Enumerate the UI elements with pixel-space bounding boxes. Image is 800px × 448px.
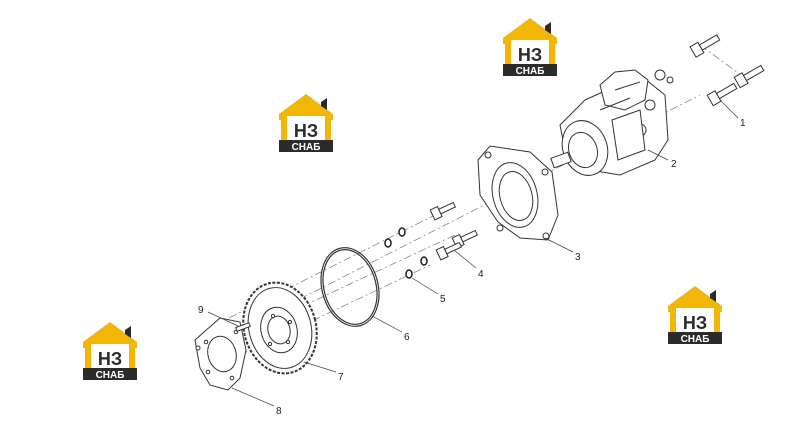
- drive-plate-part: [194, 317, 247, 391]
- watermark-logo-top: НЗ СНАБ: [503, 18, 557, 77]
- callout-2: 2: [671, 159, 677, 170]
- svg-text:НЗ: НЗ: [98, 349, 122, 369]
- svg-text:НЗ: НЗ: [294, 121, 318, 141]
- callout-7: 7: [338, 372, 344, 383]
- drive-gear-part: [242, 281, 318, 375]
- svg-text:СНАБ: СНАБ: [516, 66, 545, 77]
- callout-labels: 1 2 3 4 5 6 7 8 9: [198, 118, 746, 417]
- bolts-part: [689, 34, 765, 107]
- injection-pump-part: [550, 69, 674, 176]
- svg-text:НЗ: НЗ: [683, 313, 707, 333]
- watermark-logo-right: НЗ СНАБ: [668, 286, 722, 345]
- callout-5: 5: [440, 294, 446, 305]
- watermark-logo-bottom-left: НЗ СНАБ: [83, 322, 137, 381]
- screws-part: [429, 201, 479, 261]
- pin-part: [235, 322, 251, 332]
- callout-3: 3: [575, 252, 581, 263]
- callout-4: 4: [478, 269, 484, 280]
- watermark-logo-left: НЗ СНАБ: [279, 94, 333, 153]
- o-ring-part: [320, 247, 380, 327]
- callout-1: 1: [740, 118, 746, 129]
- callout-6: 6: [404, 332, 410, 343]
- svg-text:НЗ: НЗ: [518, 45, 542, 65]
- svg-text:СНАБ: СНАБ: [292, 142, 321, 153]
- washers-part: [384, 227, 428, 279]
- svg-text:СНАБ: СНАБ: [681, 334, 710, 345]
- adapter-housing-part: [477, 145, 559, 241]
- callout-8: 8: [276, 406, 282, 417]
- svg-text:СНАБ: СНАБ: [96, 370, 125, 381]
- leader-lines: [207, 99, 739, 407]
- callout-9: 9: [198, 305, 204, 316]
